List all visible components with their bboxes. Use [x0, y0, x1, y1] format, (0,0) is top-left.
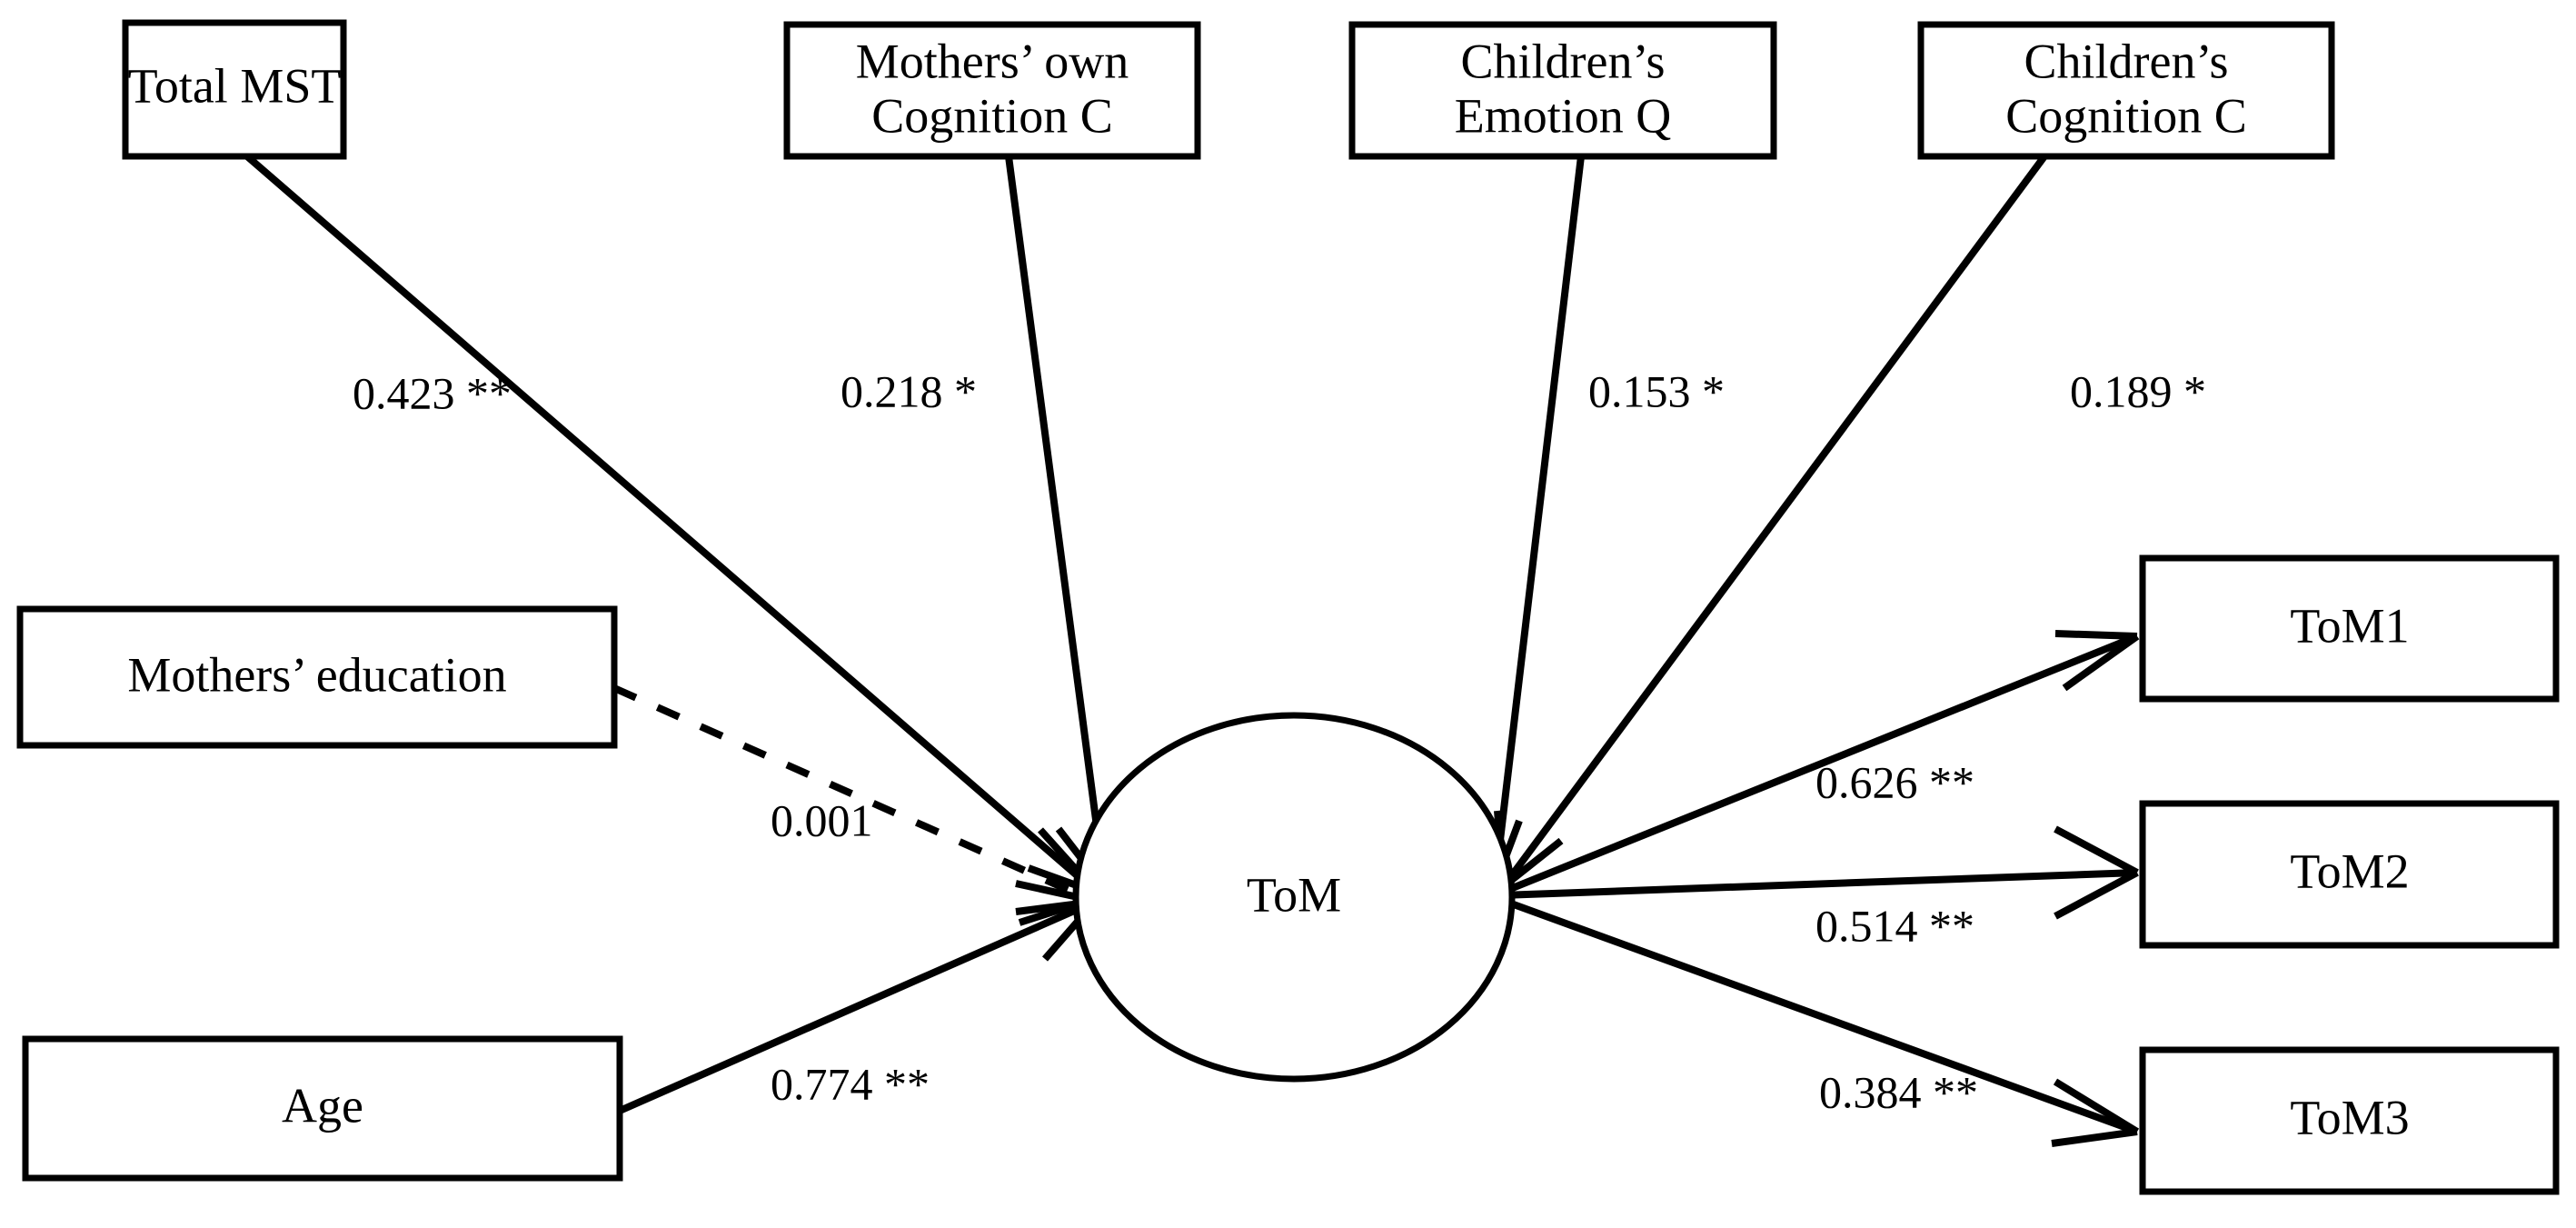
- node-age-label: Age: [282, 1078, 363, 1133]
- node-tom1-box[interactable]: [2139, 554, 2560, 703]
- coefficient-label-tom3: 0.384 **: [1819, 1066, 1978, 1117]
- node-total-mst-box[interactable]: [122, 19, 347, 160]
- node-mothers-education-label: Mothers’ education: [127, 647, 506, 702]
- node-mothers-own-cognition-c-label-line1: Mothers’ own: [856, 34, 1129, 88]
- coefficient-label-total-mst: 0.423 **: [353, 367, 512, 418]
- node-total-mst[interactable]: Total MST: [122, 19, 347, 160]
- node-childrens-emotion-q-box[interactable]: [1348, 21, 1777, 160]
- edge-age-to-tom: [618, 898, 1097, 1114]
- node-childrens-cognition-c-label-line1: Children’s: [2024, 34, 2229, 88]
- node-tom3[interactable]: ToM3: [2139, 1046, 2560, 1195]
- node-childrens-cognition-c[interactable]: Children’s Cognition C: [1917, 21, 2335, 160]
- node-mothers-education[interactable]: Mothers’ education: [16, 605, 618, 749]
- node-total-mst-label: Total MST: [128, 58, 342, 113]
- coefficient-label-age: 0.774 **: [771, 1058, 930, 1109]
- coefficient-label-mothers-own-cognition: 0.218 *: [840, 365, 977, 416]
- node-mothers-education-box[interactable]: [16, 605, 618, 749]
- node-childrens-cognition-c-label-line2: Cognition C: [2005, 88, 2247, 143]
- node-tom-latent[interactable]: ToM: [1072, 712, 1516, 1083]
- coefficient-label-childrens-emotion: 0.153 *: [1588, 365, 1725, 416]
- node-childrens-cognition-c-box[interactable]: [1917, 21, 2335, 160]
- edge-total-mst-to-tom: [244, 153, 1099, 896]
- coefficient-label-tom2: 0.514 **: [1815, 900, 1974, 951]
- node-mothers-own-cognition-c-box[interactable]: [783, 21, 1201, 160]
- node-tom1-label: ToM1: [2290, 598, 2409, 653]
- node-mothers-own-cognition-c-label-line2: Cognition C: [871, 88, 1113, 143]
- node-childrens-emotion-q-label-line1: Children’s: [1461, 34, 1666, 88]
- arrowhead-tom2: [2054, 825, 2139, 920]
- coefficient-labels-layer: 0.423 ** 0.218 * 0.153 * 0.189 * 0.001 0…: [353, 365, 2206, 1117]
- node-tom3-label: ToM3: [2290, 1090, 2409, 1144]
- edge-mothers-cognition-to-tom: [1005, 155, 1109, 890]
- node-tom2-label: ToM2: [2290, 844, 2409, 898]
- node-childrens-emotion-q-label-line2: Emotion Q: [1455, 88, 1672, 143]
- edge-tom-to-tom1: [1499, 633, 2139, 896]
- node-tom1[interactable]: ToM1: [2139, 554, 2560, 703]
- node-tom-latent-ellipse[interactable]: [1072, 712, 1516, 1083]
- arrowhead-tom3: [2051, 1078, 2140, 1147]
- node-age[interactable]: Age: [22, 1035, 623, 1182]
- node-tom3-box[interactable]: [2139, 1046, 2560, 1195]
- arrowhead-tom1: [2054, 630, 2140, 692]
- coefficient-label-mothers-education: 0.001: [771, 794, 873, 845]
- edge-childrens-emotion-to-tom: [1491, 155, 1585, 887]
- node-age-box[interactable]: [22, 1035, 623, 1182]
- node-childrens-emotion-q[interactable]: Children’s Emotion Q: [1348, 21, 1777, 160]
- coefficient-label-childrens-cognition: 0.189 *: [2070, 365, 2206, 416]
- node-mothers-own-cognition-c[interactable]: Mothers’ own Cognition C: [783, 21, 1201, 160]
- edge-tom-to-tom3: [1499, 896, 2139, 1135]
- coefficient-label-tom1: 0.626 **: [1815, 756, 1974, 807]
- node-tom2[interactable]: ToM2: [2139, 800, 2560, 949]
- node-tom2-box[interactable]: [2139, 800, 2560, 949]
- edge-tom-to-tom2: [1500, 869, 2138, 899]
- edge-mothers-education-to-tom: [612, 684, 1092, 904]
- edge-childrens-cognition-to-tom: [1500, 154, 2048, 889]
- node-tom-latent-label: ToM: [1247, 867, 1341, 922]
